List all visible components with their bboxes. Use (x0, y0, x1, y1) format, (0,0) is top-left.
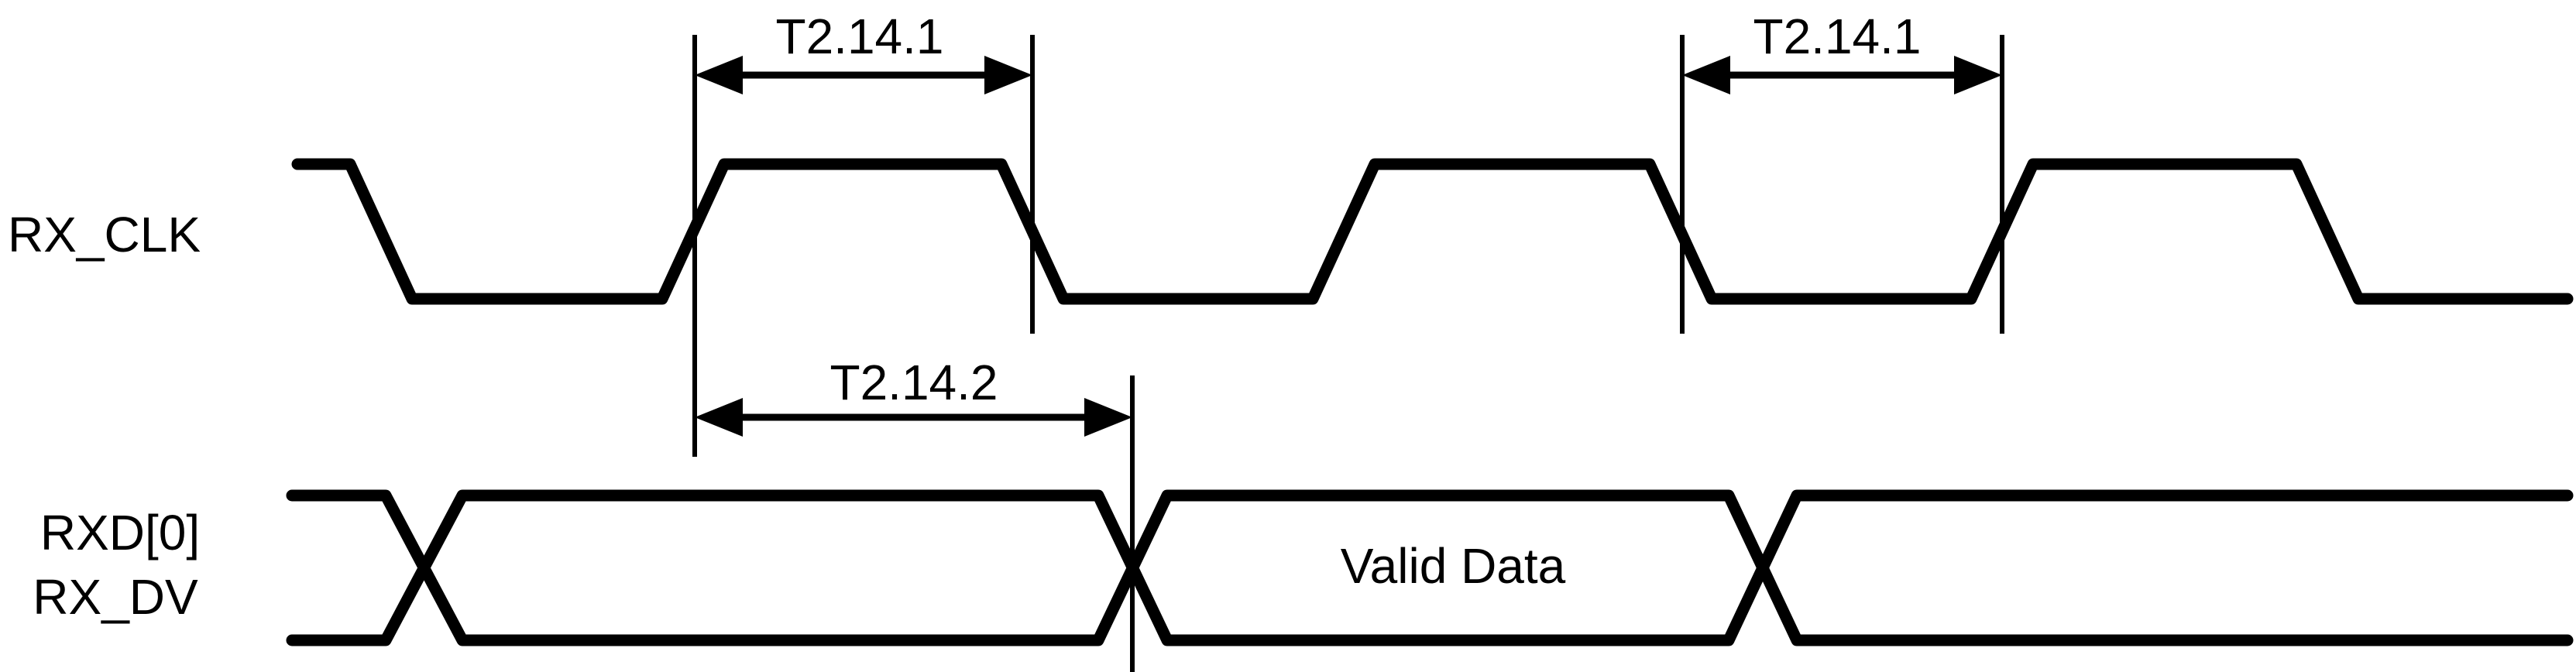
clock-high-time-label: T2.14.1 (775, 9, 943, 64)
arrow-right-icon (1954, 56, 2002, 94)
arrow-right-icon (1084, 398, 1132, 437)
output-delay-dimension: T2.14.2 (695, 355, 1132, 437)
clock-high-time-dimension: T2.14.1 (695, 9, 1032, 94)
rxd0-signal-label: RXD[0] (40, 505, 200, 561)
rx-clk-waveform (291, 158, 2574, 305)
valid-data-label: Valid Data (1341, 538, 1566, 594)
arrow-left-icon (695, 56, 743, 94)
clock-low-time-dimension: T2.14.1 (1682, 9, 2002, 94)
output-delay-label: T2.14.2 (829, 355, 998, 410)
clock-low-time-label: T2.14.1 (1753, 9, 1921, 64)
arrow-left-icon (695, 398, 743, 437)
arrow-right-icon (984, 56, 1032, 94)
rx-clk-signal-label: RX_CLK (8, 207, 201, 262)
rx-dv-signal-label: RX_DV (33, 569, 198, 625)
arrow-left-icon (1682, 56, 1730, 94)
